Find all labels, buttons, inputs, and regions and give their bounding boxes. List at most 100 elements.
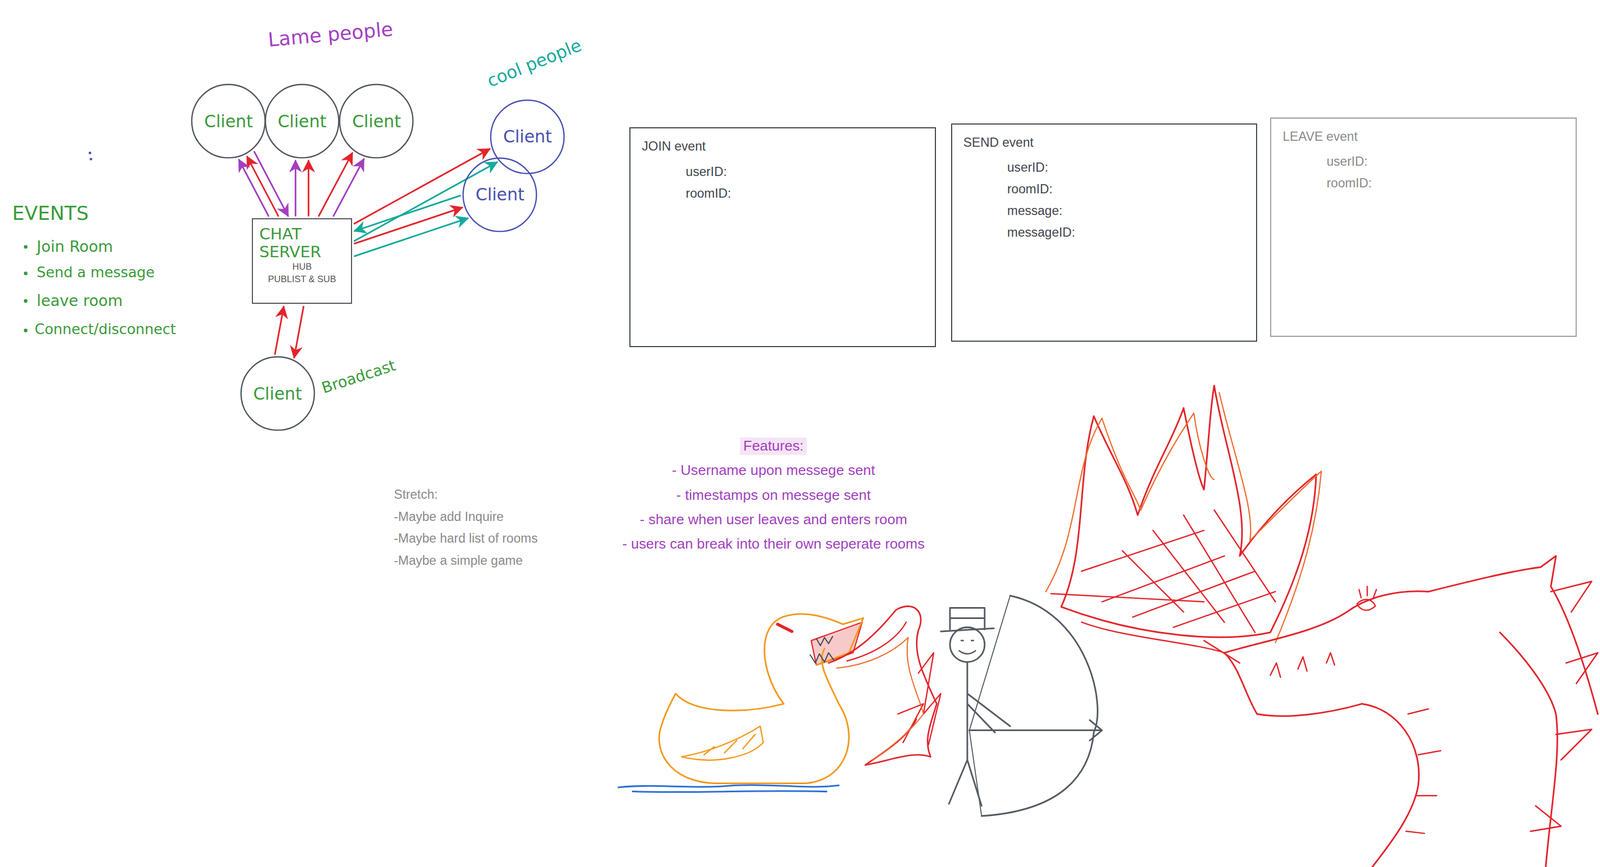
label-anchor: -Maybe hard list of rooms [393,530,538,546]
box-text: Client [204,111,253,132]
top-hat [940,608,994,632]
fire [847,622,941,745]
box-text: roomID: [1007,178,1246,200]
event-box: JOIN event userID:roomID: [629,127,936,347]
doodle-dot [88,151,92,155]
fire [828,606,938,766]
box-text: Client [503,126,552,147]
label-anchor: - share when user leaves and enters room [639,511,908,529]
bullet-dot [23,328,28,333]
doodle-dot [89,157,93,161]
box-text: PUBLIST & SUB [268,273,337,286]
duck-body [659,614,864,784]
group-label: Lame people [267,17,395,52]
duck-wing [681,726,764,760]
client-circle: Client [338,83,414,159]
label-anchor: EVENTS [12,202,89,226]
label-anchor: cool people [483,34,584,92]
box-text: roomID: [1326,172,1565,194]
box-heading: LEAVE event [1282,127,1565,146]
box-heading: CHAT SERVER [259,225,340,261]
bullet-dot [23,271,28,276]
connector-arrow [254,151,289,216]
event-box: SEND event userID:roomID:message:messageI… [951,123,1258,342]
duck-teeth [810,636,834,663]
label-anchor: - timestamps on messege sent [676,486,871,505]
label-anchor: Send a message [36,264,155,282]
label-anchor: Stretch: [393,486,438,503]
list-item: Connect/disconnect [34,321,177,339]
circle-outline [191,84,265,158]
box-text: Client [252,384,302,405]
bow [981,595,1098,817]
group-label: cool people [483,34,584,92]
dragon-spikes [1530,581,1598,832]
list-item: Join Room [36,237,114,257]
fire [836,637,924,760]
box-text: roomID: [685,182,924,205]
box-heading: SEND event [963,133,1246,152]
box-text: Client [352,111,401,132]
label-anchor: - Username upon messege sent [671,462,875,480]
connector-arrow [275,306,284,354]
box-text: Client [475,184,525,205]
man-body [948,661,1011,806]
dragon-jaw [1224,652,1363,717]
connector-arrow [354,148,490,224]
connector-arrow [354,162,497,242]
label-anchor: Features: [739,437,807,455]
connector-arrow [294,306,304,358]
connector-arrow [238,159,269,217]
box-text: userID: [685,160,924,183]
dragon-neck [1362,632,1558,867]
circle-outline [339,84,413,158]
client-circle: Client [190,83,266,159]
client-circle: Client [264,83,340,159]
connector-arrow [319,153,353,217]
man-face [959,640,976,654]
dragon-breath [1081,622,1240,663]
label-anchor: leave room [36,291,123,311]
note-item: -Maybe hard list of rooms [393,530,538,546]
bullet-dot [23,298,28,303]
client-circle: Client [462,157,538,233]
list-item: Send a message [36,264,155,282]
dragon-scales [1406,709,1441,834]
label-anchor: -Maybe a simple game [393,553,523,569]
feature-item: - users can break into their own seperat… [622,535,925,554]
water [618,785,839,793]
circle-outline [241,356,315,431]
dragon-fire [1045,392,1322,643]
connector-arrow [294,160,297,216]
event-box: LEAVE event userID:roomID: [1270,117,1577,337]
dragon-teeth [1270,652,1335,678]
features-heading: Features: [739,437,807,455]
label-anchor: -Maybe add Inquire [393,509,504,525]
feature-item: - timestamps on messege sent [676,486,871,505]
connector-arrow [354,195,461,231]
list-item: leave room [36,291,123,311]
box-text: messageID: [1007,221,1246,244]
box-text: Client [277,111,327,132]
group-label: Broadcast [319,356,399,398]
note-heading: Stretch: [393,486,438,503]
dragon-head [1428,556,1598,715]
label-anchor: Lame people [267,17,395,52]
box-heading: JOIN event [641,137,924,156]
connector-arrow [333,159,364,217]
box-text: userID: [1326,150,1565,173]
bullet-dot [23,244,28,249]
duck-eye [777,624,792,632]
box-text: message: [1007,199,1246,222]
feature-item: - share when user leaves and enters room [639,511,908,529]
circle-outline [463,158,537,232]
bow-string [969,595,1011,817]
note-item: -Maybe a simple game [393,553,523,569]
label-anchor: Connect/disconnect [34,321,177,339]
label-anchor: Broadcast [319,356,399,398]
client-circle: Client [239,355,316,432]
circle-outline [265,84,339,158]
box-text: userID: [1007,156,1246,179]
